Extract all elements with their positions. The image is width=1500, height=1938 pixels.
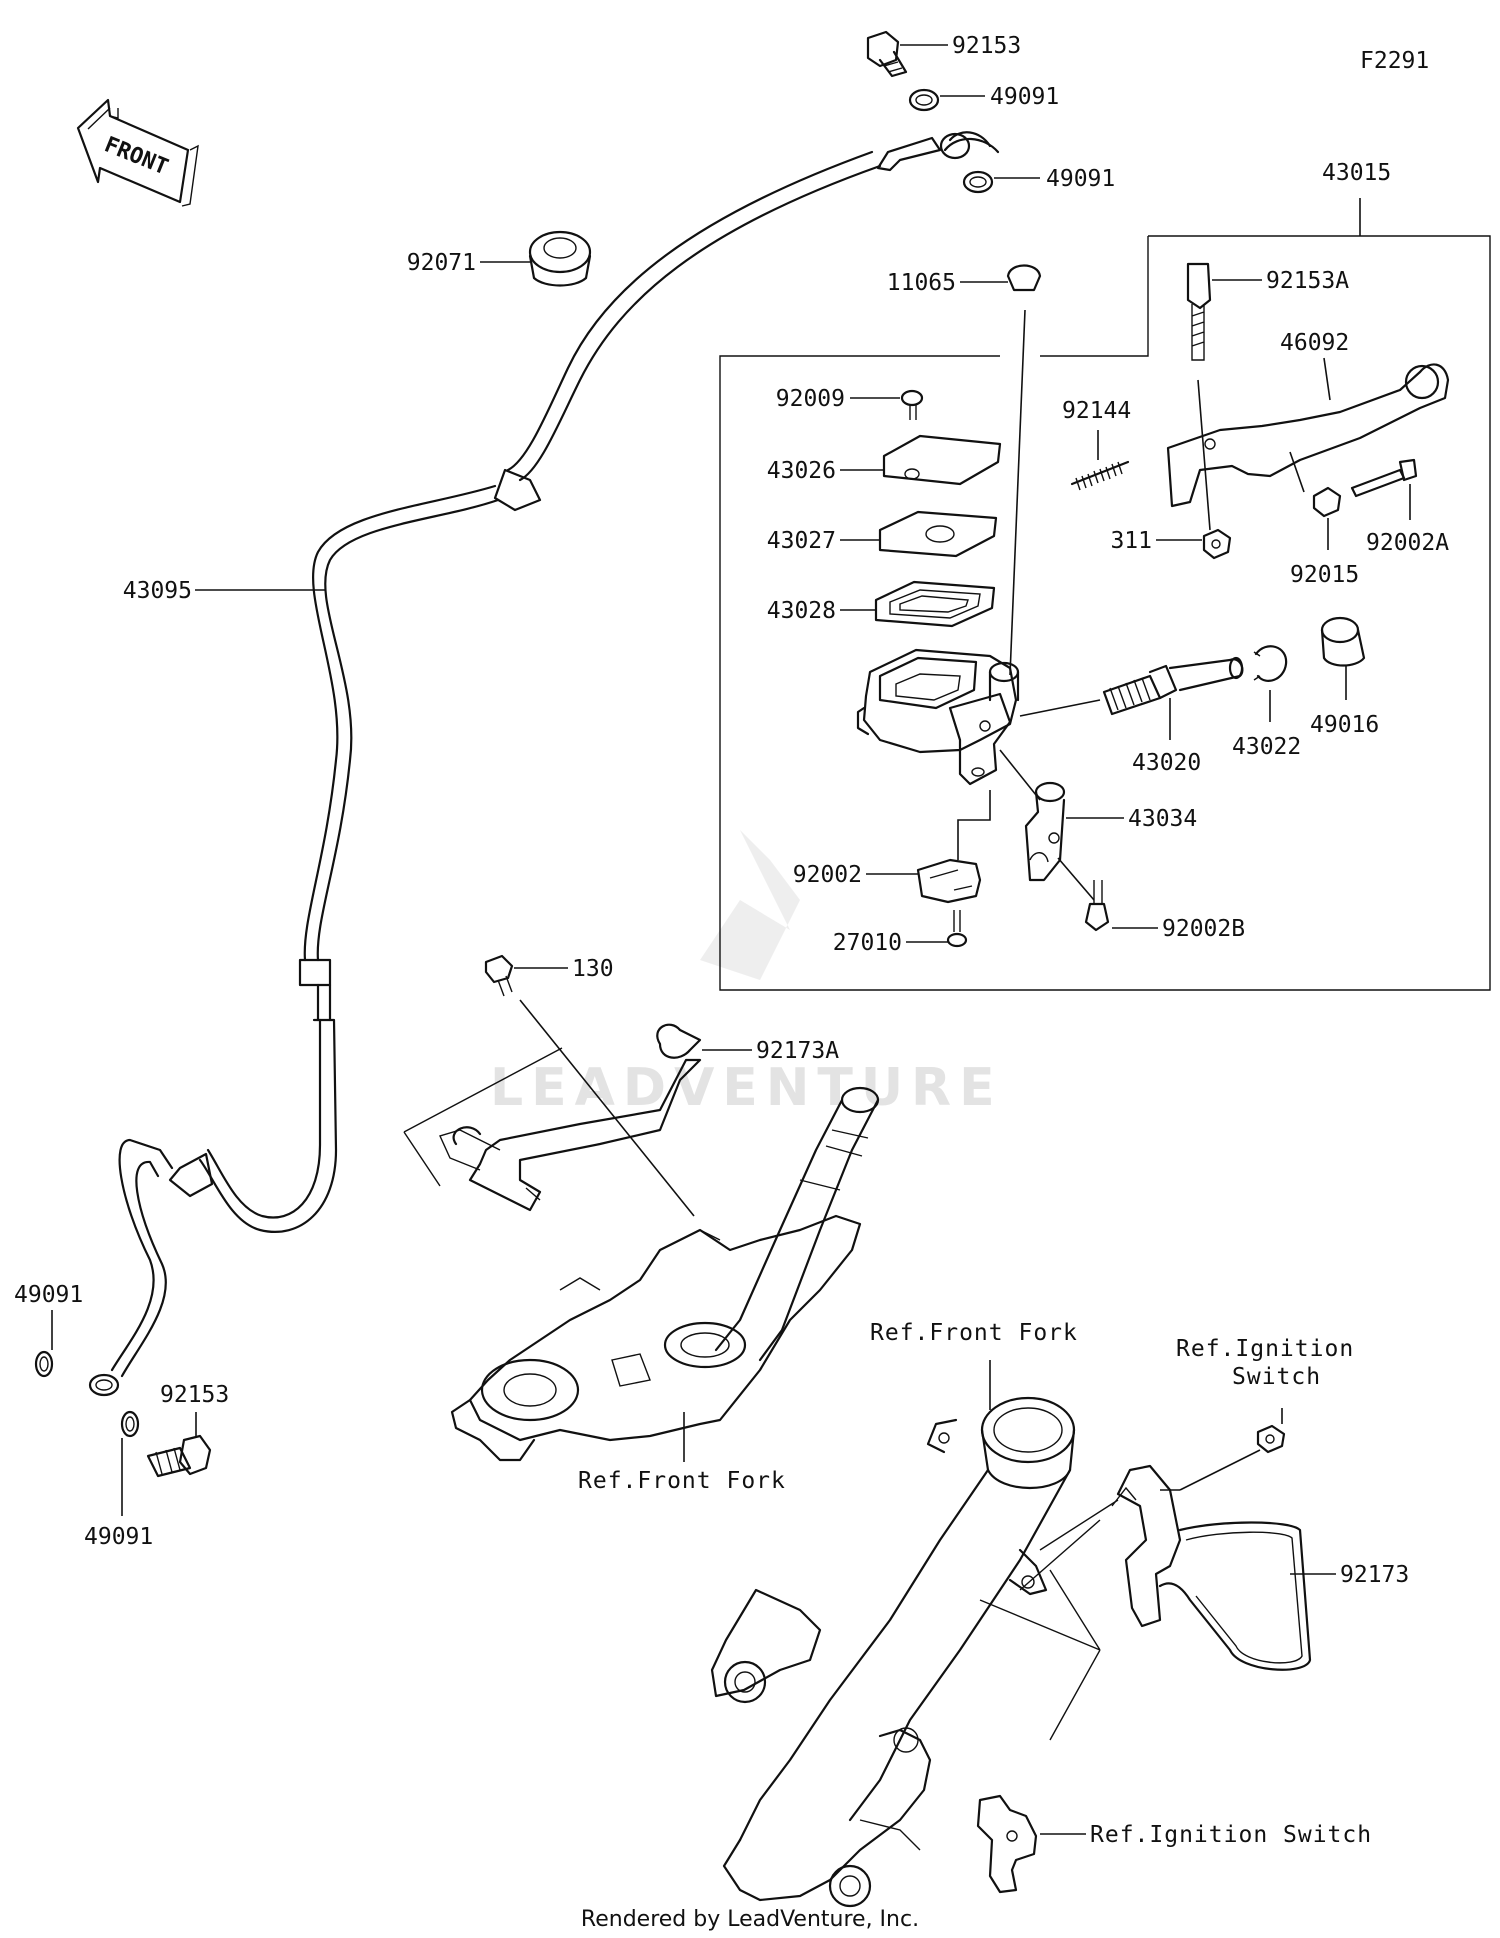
- banjo-bolt-bottom: [146, 1434, 212, 1478]
- label-43034: 43034: [1128, 806, 1197, 832]
- washer-icon: [34, 1350, 54, 1378]
- label-130: 130: [572, 956, 614, 982]
- diagram-code: F2291: [1360, 48, 1429, 74]
- label-43028: 43028: [767, 598, 836, 624]
- label-ref-front-fork-a: Ref.Front Fork: [578, 1468, 786, 1494]
- diaphragm-43028: [874, 580, 996, 628]
- label-43095: 43095: [123, 578, 192, 604]
- screw-27010: [946, 910, 968, 948]
- label-49091-a: 49091: [990, 84, 1059, 110]
- ignition-bracket: [976, 1794, 1038, 1894]
- steering-stem: [450, 1086, 880, 1462]
- washer-icon: [908, 88, 940, 112]
- clamp-92173: [1111, 1464, 1312, 1671]
- label-43026: 43026: [767, 458, 836, 484]
- label-92071: 92071: [407, 250, 476, 276]
- label-ref-ignition-b: Ref.Ignition Switch: [1090, 1822, 1372, 1848]
- front-arrow: FRONT: [76, 98, 199, 207]
- nut-ignition: [1256, 1424, 1286, 1454]
- bolt-92002B: [1084, 880, 1110, 932]
- label-92173A: 92173A: [756, 1038, 839, 1064]
- circlip-43022: [1253, 645, 1288, 682]
- washer-icon: [120, 1410, 140, 1438]
- label-46092: 46092: [1280, 330, 1349, 356]
- nut-311: [1202, 528, 1232, 560]
- label-49016: 49016: [1310, 712, 1379, 738]
- label-49091-c: 49091: [14, 1282, 83, 1308]
- reservoir-cover-43026: [882, 434, 1002, 486]
- nut-92015: [1312, 486, 1342, 518]
- holder-43034: [1024, 781, 1066, 882]
- cap-11065: [1006, 264, 1042, 292]
- master-cylinder-body: [856, 648, 1020, 786]
- screw-92009: [900, 389, 924, 420]
- label-92173: 92173: [1340, 1562, 1409, 1588]
- bolt-92153A: [1186, 262, 1212, 361]
- label-ref-ignition-a2: Switch: [1232, 1364, 1321, 1390]
- label-43022: 43022: [1232, 734, 1301, 760]
- label-92153-bot: 92153: [160, 1382, 229, 1408]
- bolt-130: [484, 954, 514, 997]
- label-49091-b: 49091: [1046, 166, 1115, 192]
- label-92015: 92015: [1290, 562, 1359, 588]
- label-49091-d: 49091: [84, 1524, 153, 1550]
- label-92144: 92144: [1062, 398, 1131, 424]
- boot-49016: [1320, 616, 1366, 667]
- label-43027: 43027: [767, 528, 836, 554]
- label-92002B: 92002B: [1162, 916, 1245, 942]
- label-92153A: 92153A: [1266, 268, 1349, 294]
- label-ref-front-fork-b: Ref.Front Fork: [870, 1320, 1078, 1346]
- brake-hose: [88, 131, 1000, 1397]
- label-11065: 11065: [887, 270, 956, 296]
- label-92153-top: 92153: [952, 33, 1021, 59]
- label-92002: 92002: [793, 862, 862, 888]
- piston-43020: [1102, 656, 1244, 716]
- footer-credit: Rendered by LeadVenture, Inc.: [581, 1907, 919, 1932]
- switch-92002: [916, 858, 982, 904]
- label-92002A: 92002A: [1366, 530, 1449, 556]
- label-92009: 92009: [776, 386, 845, 412]
- spring-92144: [1070, 460, 1130, 491]
- clamp-92173A: [439, 1023, 702, 1212]
- watermark-logo: [700, 830, 800, 980]
- bolt-92002A: [1350, 458, 1418, 498]
- plate-43027: [878, 510, 998, 558]
- label-43020: 43020: [1132, 750, 1201, 776]
- label-43015: 43015: [1322, 160, 1391, 186]
- label-27010: 27010: [833, 930, 902, 956]
- washer-icon: [962, 170, 994, 194]
- brake-lever-46092: [1166, 363, 1450, 508]
- label-311: 311: [1110, 528, 1152, 554]
- label-ref-ignition-a1: Ref.Ignition: [1176, 1336, 1354, 1362]
- assembly-frame-43015: [719, 198, 1491, 991]
- watermark: LEADVENTURE: [490, 1058, 1003, 1118]
- banjo-bolt-top: [866, 30, 908, 78]
- grommet: [528, 230, 592, 287]
- fork-tube: [710, 1396, 1076, 1908]
